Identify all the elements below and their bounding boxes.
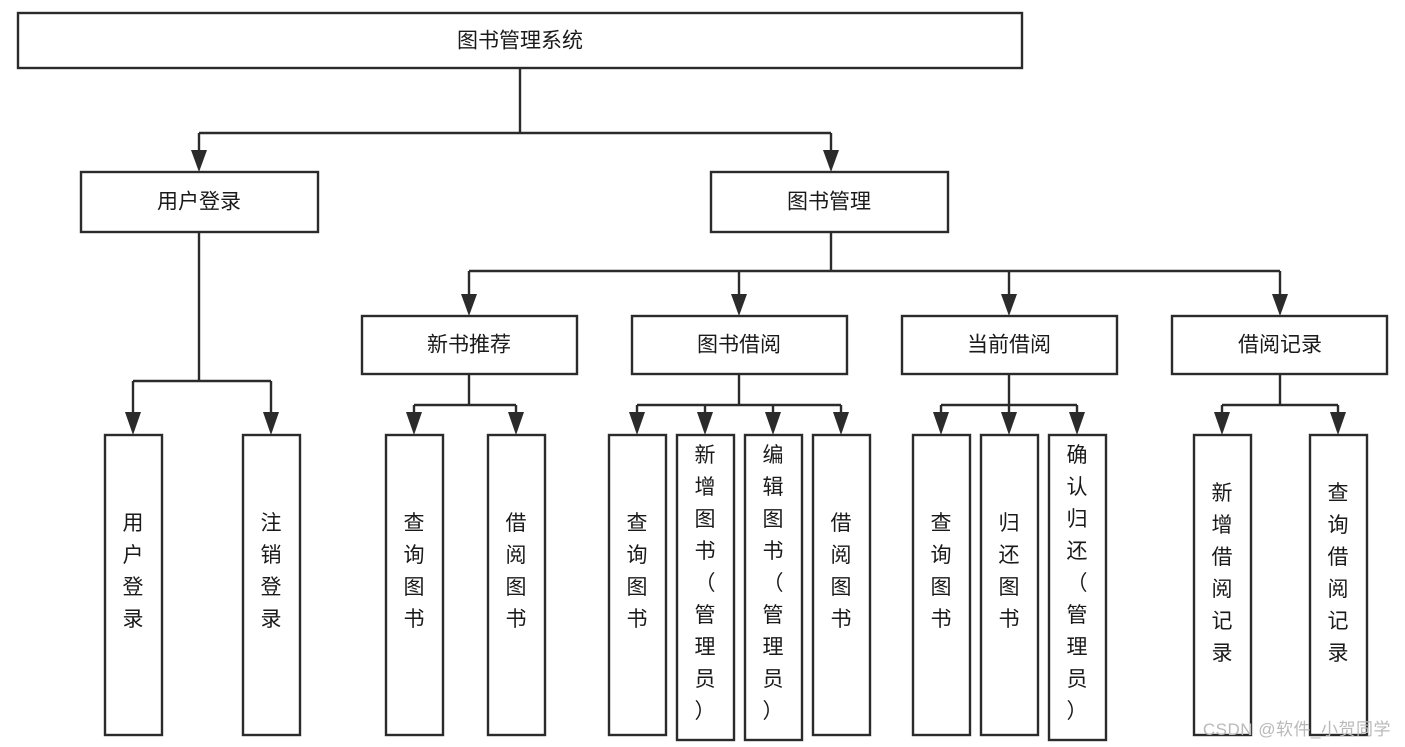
arrow-head-leaf-return-book xyxy=(1001,412,1017,435)
leaf-add-record-box[interactable] xyxy=(1192,433,1253,737)
node-book-management[interactable]: 图书管理 xyxy=(709,170,950,234)
leaf-query-book-2-box[interactable] xyxy=(607,433,668,737)
connector-group-book-borrow xyxy=(629,374,849,435)
leaf-add-record-label: 新增借阅记录 xyxy=(1212,482,1233,665)
node-book-borrow-box[interactable] xyxy=(630,314,849,376)
leaf-confirm-return-box[interactable] xyxy=(1047,433,1108,742)
node-user-login-label: 用户登录 xyxy=(157,191,241,214)
node-new-book-recommend-label: 新书推荐 xyxy=(427,334,511,357)
node-book-borrow-label: 图书借阅 xyxy=(697,334,781,357)
leaf-node-edit-book[interactable]: 编辑图书（管理员） xyxy=(743,433,804,742)
leaf-node-query-book-3[interactable]: 查询图书 xyxy=(911,433,972,737)
leaf-node-logout-login[interactable]: 注销登录 xyxy=(241,433,302,737)
leaf-edit-book-label: 编辑图书（管理员） xyxy=(763,444,784,723)
leaf-node-confirm-return[interactable]: 确认归还（管理员） xyxy=(1047,433,1108,742)
arrow-head-current-borrow xyxy=(1001,294,1017,316)
node-new-book-recommend-box[interactable] xyxy=(360,314,579,376)
arrow-head-leaf-user-login xyxy=(125,412,141,435)
leaf-edit-book-box[interactable] xyxy=(743,433,804,742)
leaf-confirm-return-label: 确认归还（管理员） xyxy=(1067,444,1088,723)
arrow-head-leaf-borrow-book-2 xyxy=(833,412,849,435)
leaf-node-query-book-2[interactable]: 查询图书 xyxy=(607,433,668,737)
csdn-watermark: CSDN @软件_小贺同学 xyxy=(1202,720,1391,739)
node-user-login[interactable]: 用户登录 xyxy=(79,170,320,234)
node-current-borrow[interactable]: 当前借阅 xyxy=(900,314,1119,376)
arrow-head-leaf-confirm-return xyxy=(1069,412,1085,435)
leaf-node-return-book[interactable]: 归还图书 xyxy=(979,433,1040,737)
node-current-borrow-label: 当前借阅 xyxy=(967,334,1051,357)
connector-group-user-login xyxy=(125,232,279,435)
connector-group-new-book-recommend xyxy=(406,374,524,435)
arrow-head-leaf-query-book-3 xyxy=(933,412,949,435)
leaf-query-book-1-box[interactable] xyxy=(384,433,445,737)
arrow-head-new-book-recommend xyxy=(461,294,477,316)
arrow-head-borrow-record xyxy=(1272,294,1288,316)
leaf-borrow-book-1-label: 借阅图书 xyxy=(506,512,527,631)
leaf-node-borrow-book-1[interactable]: 借阅图书 xyxy=(486,433,547,737)
arrow-head-user-login xyxy=(191,150,207,172)
node-new-book-recommend[interactable]: 新书推荐 xyxy=(360,314,579,376)
node-book-management-box[interactable] xyxy=(709,170,950,234)
node-borrow-record[interactable]: 借阅记录 xyxy=(1170,314,1389,376)
leaf-query-record-label: 查询借阅记录 xyxy=(1328,482,1349,665)
leaf-node-add-record[interactable]: 新增借阅记录 xyxy=(1192,433,1253,737)
arrow-head-leaf-edit-book xyxy=(765,412,781,435)
arrow-head-book-borrow xyxy=(731,294,747,316)
leaf-logout-login-box[interactable] xyxy=(241,433,302,737)
leaf-node-query-book-1[interactable]: 查询图书 xyxy=(384,433,445,737)
leaf-query-book-2-label: 查询图书 xyxy=(627,512,648,631)
arrow-head-book-management xyxy=(823,150,839,172)
arrow-head-leaf-logout-login xyxy=(263,412,279,435)
leaf-borrow-book-2-box[interactable] xyxy=(811,433,872,737)
leaf-logout-login-label: 注销登录 xyxy=(261,512,282,631)
leaf-user-login-box[interactable] xyxy=(103,433,164,737)
arrow-head-leaf-borrow-book-1 xyxy=(508,412,524,435)
leaf-return-book-box[interactable] xyxy=(979,433,1040,737)
leaf-query-book-3-label: 查询图书 xyxy=(931,512,952,631)
leaf-borrow-book-2-label: 借阅图书 xyxy=(831,512,852,631)
node-root[interactable]: 图书管理系统 xyxy=(16,11,1024,70)
leaf-node-user-login[interactable]: 用户登录 xyxy=(103,433,164,737)
node-current-borrow-box[interactable] xyxy=(900,314,1119,376)
node-book-borrow[interactable]: 图书借阅 xyxy=(630,314,849,376)
leaf-query-book-3-box[interactable] xyxy=(911,433,972,737)
connector-group-book-management xyxy=(461,232,1288,316)
leaf-add-book-label: 新增图书（管理员） xyxy=(695,444,716,723)
leaf-query-record-box[interactable] xyxy=(1308,433,1369,737)
leaf-node-query-record[interactable]: 查询借阅记录 xyxy=(1308,433,1369,737)
arrow-head-leaf-query-record xyxy=(1330,412,1346,435)
connector-group-borrow-record xyxy=(1214,374,1346,435)
node-root-label: 图书管理系统 xyxy=(457,30,583,53)
node-borrow-record-box[interactable] xyxy=(1170,314,1389,376)
arrow-head-leaf-query-book-2 xyxy=(629,412,645,435)
leaf-borrow-book-1-box[interactable] xyxy=(486,433,547,737)
node-borrow-record-label: 借阅记录 xyxy=(1238,334,1322,357)
leaf-return-book-label: 归还图书 xyxy=(999,512,1020,631)
arrow-head-leaf-query-book-1 xyxy=(406,412,422,435)
connector-group-current-borrow xyxy=(933,374,1085,435)
arrow-head-leaf-add-record xyxy=(1214,412,1230,435)
node-book-management-label: 图书管理 xyxy=(787,191,871,214)
arrow-head-leaf-add-book xyxy=(697,412,713,435)
node-user-login-box[interactable] xyxy=(79,170,320,234)
connector-group-root xyxy=(191,68,839,172)
leaf-add-book-box[interactable] xyxy=(675,433,736,742)
leaf-node-add-book[interactable]: 新增图书（管理员） xyxy=(675,433,736,742)
leaf-query-book-1-label: 查询图书 xyxy=(404,512,425,631)
leaf-user-login-label: 用户登录 xyxy=(123,512,144,631)
leaf-node-borrow-book-2[interactable]: 借阅图书 xyxy=(811,433,872,737)
node-root-box[interactable] xyxy=(16,11,1024,70)
